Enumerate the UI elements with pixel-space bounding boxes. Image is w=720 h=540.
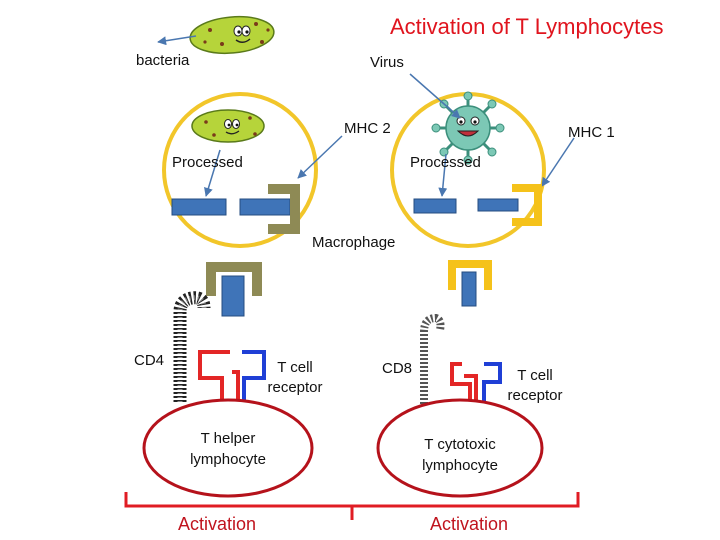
cd4-label: CD4 [134, 352, 165, 369]
macrophage-label: Macrophage [312, 234, 396, 251]
t-helper-label: T helper lymphocyte [168, 428, 288, 470]
mhc1-molecule [512, 184, 542, 226]
tcr-right-label: T cell receptor [502, 366, 568, 406]
activation-left-label: Activation [178, 514, 257, 534]
tcr-left-line1: T cell [277, 359, 313, 376]
cd8-coreceptor-icon [420, 313, 445, 404]
t-cytotoxic-line2: lymphocyte [422, 457, 498, 474]
t-helper-line1: T helper [200, 430, 256, 447]
macrophage-left-membrane [162, 92, 318, 248]
activation-bracket [124, 492, 580, 508]
mhc2-label: MHC 2 [344, 120, 391, 137]
t-helper-line2: lymphocyte [190, 451, 266, 468]
mhc2-molecule [268, 184, 300, 234]
t-helper-cell [142, 398, 314, 498]
processed-right-label: Processed [410, 154, 481, 171]
t-cytotoxic-label: T cytotoxic lymphocyte [400, 434, 520, 476]
tcr-left [198, 350, 266, 404]
tcr-left-label: T cell receptor [262, 358, 328, 398]
cd8-label: CD8 [382, 360, 413, 377]
t-cytotoxic-line1: T cytotoxic [424, 436, 496, 453]
t-cytotoxic-cell [376, 398, 544, 498]
presented-antigen [221, 275, 245, 317]
phagocytosed-bacteria-icon [191, 109, 265, 143]
virus-label: Virus [370, 54, 404, 71]
bacteria-label: bacteria [136, 52, 190, 69]
tcr-right-line2: receptor [507, 387, 563, 404]
presented-antigen [461, 271, 477, 307]
tcr-left-line2: receptor [267, 379, 323, 396]
antigen-fragment [239, 198, 291, 216]
tcr-right [450, 362, 502, 404]
antigen-fragment [477, 198, 519, 212]
mhc1-presenting [448, 260, 492, 290]
diagram-title: Activation of T Lymphocytes [390, 14, 664, 39]
processed-left-label: Processed [172, 154, 243, 171]
antigen-fragment [413, 198, 457, 214]
cd4-coreceptor-icon [173, 291, 211, 402]
antigen-fragment [171, 198, 227, 216]
mhc2-presenting [206, 262, 262, 296]
tcr-right-line1: T cell [517, 367, 553, 384]
activation-right-label: Activation [430, 514, 509, 534]
mhc1-label: MHC 1 [568, 124, 615, 141]
bacteria-icon [189, 15, 275, 55]
